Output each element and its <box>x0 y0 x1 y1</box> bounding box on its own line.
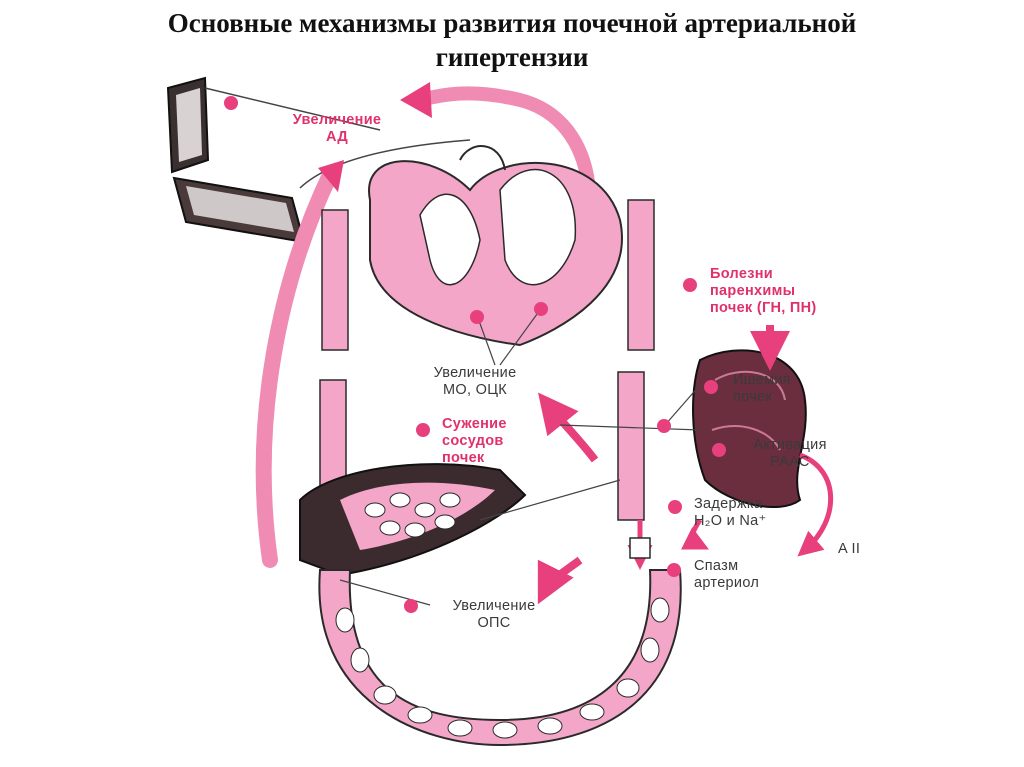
marker-dot-ops <box>404 599 418 613</box>
label-arteriole-spasm: Спазм артериол <box>694 558 760 591</box>
heart-icon <box>368 145 623 347</box>
marker-dot-vessels <box>416 423 430 437</box>
label-mo-occ-increase: Увеличение МО, ОЦК <box>433 365 517 398</box>
label-renal-vasoconstriction: Сужение сосудов почек <box>442 416 507 466</box>
label-parenchyma-diseases: Болезни паренхимы почек (ГН, ПН) <box>710 266 817 316</box>
title-line-1: Основные механизмы развития почечной арт… <box>167 8 857 38</box>
marker-dot-parenchyma <box>683 278 697 292</box>
marker-dot-retention <box>668 500 682 514</box>
title-line-2: гипертензии <box>435 42 589 72</box>
sphygmomanometer-icon <box>166 76 381 244</box>
label-angiotensin: A II <box>838 541 861 557</box>
label-kidney-ischemia: Ишемия почек <box>733 372 791 405</box>
marker-dot-kidney-center <box>657 419 671 433</box>
lung-tissue-icon <box>299 463 527 577</box>
label-ops-increase: Увеличение ОПС <box>452 598 536 631</box>
marker-dot-bp <box>224 96 238 110</box>
capillary-network-icon <box>318 569 682 747</box>
slide-title: Основные механизмы развития почечной арт… <box>0 6 1024 74</box>
marker-dot-spasm <box>667 563 681 577</box>
marker-dot-ischemia <box>704 380 718 394</box>
kidney-icon <box>692 349 807 508</box>
marker-dot-raas <box>712 443 726 457</box>
marker-dot-heart-right <box>534 302 548 316</box>
label-raas-activation: Активация РААС <box>753 437 827 470</box>
label-bp-increase: Увеличение АД <box>292 112 382 145</box>
marker-dot-heart-left <box>470 310 484 324</box>
label-water-na-retention: Задержка H₂O и Na⁺ <box>694 496 767 529</box>
